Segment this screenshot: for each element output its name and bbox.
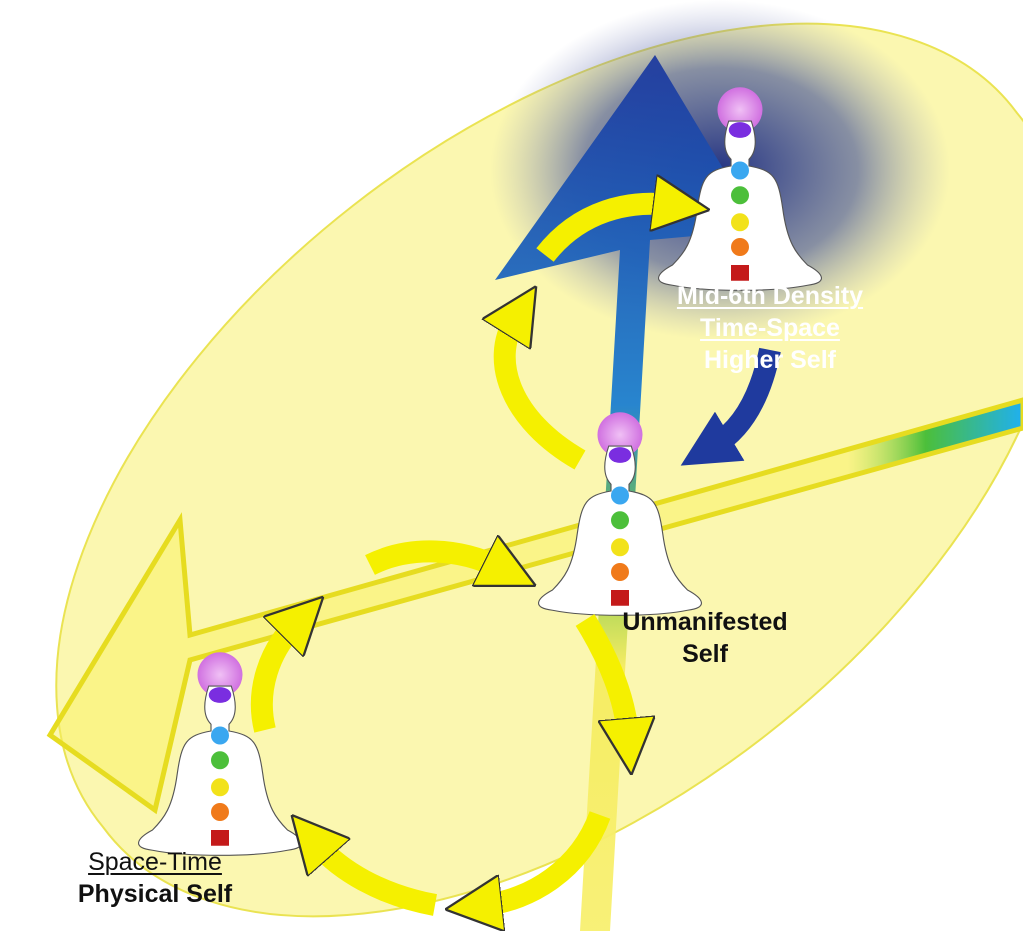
curved-arrow-icon xyxy=(485,810,611,905)
cycle-arrows xyxy=(250,204,670,916)
higher-self-label: Mid-6th Density Time-Space Higher Self xyxy=(640,280,900,376)
higher-self-line3: Higher Self xyxy=(704,346,836,374)
physical-self-label: Space-Time Physical Self xyxy=(60,846,250,910)
curved-arrow-icon xyxy=(536,204,670,263)
curved-arrow-icon xyxy=(365,551,500,568)
leftward-yellow-arrow xyxy=(46,397,1023,815)
curved-arrow-icon xyxy=(505,320,586,470)
curved-arrow-icon xyxy=(250,625,295,733)
unmanifested-line1: Unmanifested xyxy=(622,608,788,636)
physical-line1: Space-Time xyxy=(88,848,222,876)
curved-arrow-icon xyxy=(575,614,628,735)
unmanifested-line2: Self xyxy=(682,640,728,668)
higher-self-line2: Time-Space xyxy=(700,314,840,342)
unmanifested-self-label: Unmanifested Self xyxy=(590,606,820,670)
curved-arrow-icon xyxy=(318,845,438,916)
curved-arrow-icon xyxy=(680,347,781,466)
higher-self-line1: Mid-6th Density xyxy=(676,282,864,310)
physical-line2: Physical Self xyxy=(77,880,233,908)
